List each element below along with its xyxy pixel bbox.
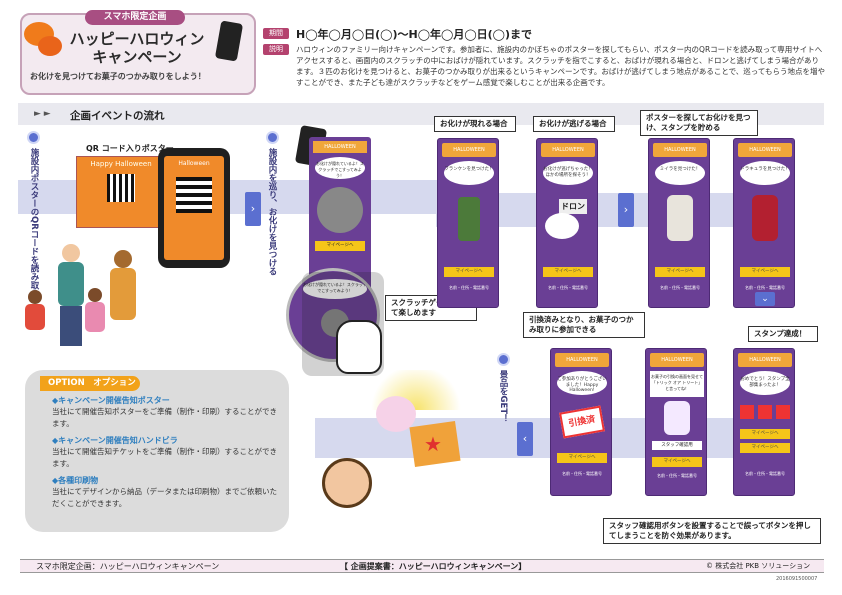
- footer-center: 【 企画提案書：ハッピーハロウィンキャンペーン】: [340, 562, 527, 571]
- flow-arrows: ► ►: [34, 109, 51, 119]
- candy-bag-icon: [376, 396, 416, 432]
- star-icon: ★: [424, 432, 442, 456]
- footer-right: © 株式会社 PKB ソリューション: [706, 562, 811, 570]
- callout-escape: お化けが逃げる場合: [533, 116, 615, 132]
- down-arrow-icon: ⌄: [755, 292, 775, 306]
- footer-bar: [20, 559, 824, 573]
- dracula-icon: [752, 195, 778, 241]
- step-3-label: 景品をGET！: [498, 370, 508, 423]
- callout-complete: スタンプ達成！: [748, 326, 818, 342]
- next-arrow-icon: ›: [618, 193, 634, 227]
- staff-check-button: スタッフ確認用: [652, 441, 702, 450]
- stamp-row: [740, 405, 790, 419]
- description-label: 説明: [263, 44, 289, 55]
- footer-code: 2016091500007: [776, 576, 818, 582]
- period-text: H◯年◯月◯日(◯)〜H◯年◯月◯日(◯)まで: [296, 28, 533, 41]
- prize-illustration: ★: [356, 368, 486, 508]
- frankenstein-icon: [458, 197, 480, 241]
- phone-trick: HALLOWEEN お菓子の引換の画面を見せて「トリック オア トリート」と言っ…: [645, 348, 707, 496]
- smartphone-image: Halloween: [158, 148, 230, 268]
- period-label: 期間: [263, 28, 289, 39]
- step-marker: [497, 353, 510, 366]
- option-list: ◆キャンペーン開催告知ポスター 当社にて開催告知ポスターをご準備（制作・印刷）す…: [52, 396, 277, 508]
- step-1-label: 施設内ポスターのQRコードを読み取る: [29, 148, 39, 298]
- poster-image: Happy Halloween: [76, 156, 166, 228]
- page-title: ハッピーハロウィンキャンペーン: [69, 30, 205, 66]
- magnifier-circle: お化けが隠れているよ！スクラッチでこすってみよう！: [286, 268, 380, 362]
- page-subtitle: お化けを見つけてお菓子のつかみ取りをしよう！: [30, 72, 206, 81]
- poster-label: QR コード入りポスター: [86, 144, 174, 153]
- flow-bar: [18, 103, 824, 125]
- smoke-icon: [545, 213, 579, 239]
- next-arrow-icon: ›: [245, 192, 261, 226]
- family-illustration: [14, 240, 154, 350]
- scratch-area: [317, 187, 363, 233]
- callout-exchange: 引換済みとなり、お菓子のつかみ取りに参加できる: [523, 312, 645, 338]
- candy-bag-icon: [664, 401, 690, 435]
- callout-appear: お化けが現れる場合: [434, 116, 516, 132]
- callout-staff: スタッフ確認用ボタンを設置することで誤ってボタンを押してしまうことを防ぐ効果があ…: [603, 518, 821, 544]
- step-marker: [266, 131, 279, 144]
- option-title: OPTION オプション: [40, 376, 140, 391]
- qr-code-icon: [176, 177, 212, 213]
- qr-code-icon: [107, 174, 135, 202]
- option-panel: [25, 370, 289, 532]
- mummy-icon: [667, 195, 693, 241]
- child-illustration: [322, 458, 372, 508]
- prev-arrow-icon: ‹: [517, 422, 533, 456]
- description-text: ハロウィンのファミリー向けキャンペーンです。参加者に、施設内のかぼちゃのポスター…: [296, 45, 826, 87]
- pumpkin-icon: [38, 36, 62, 56]
- flow-title: 企画イベントの流れ: [70, 110, 165, 122]
- callout-stamp: ポスターを探してお化けを見つけ、スタンプを貯める: [640, 110, 758, 136]
- step-marker: [27, 131, 40, 144]
- hand-pointer-icon: [336, 320, 382, 374]
- footer-left: スマホ限定企画：ハッピーハロウィンキャンペーン: [36, 562, 220, 571]
- step-2-label: 施設内を巡り、お化けを見つける: [267, 148, 277, 276]
- campaign-tag: スマホ限定企画: [85, 10, 185, 25]
